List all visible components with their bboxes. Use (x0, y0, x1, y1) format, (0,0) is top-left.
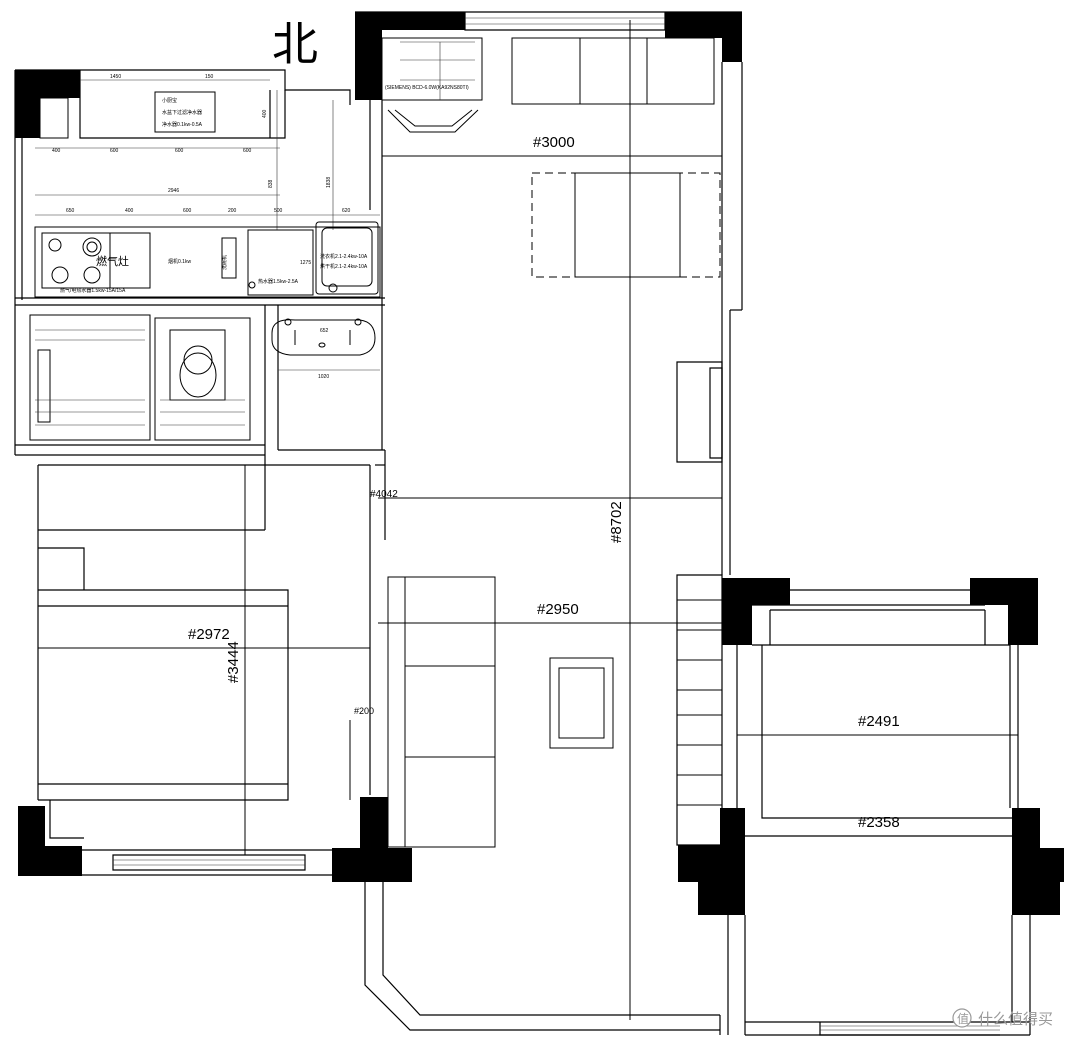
kitchen-note-3: 净水器0.1kw-0.5A (162, 121, 203, 128)
dim-1838: 1838 (326, 177, 332, 188)
dimension-lines (38, 465, 1018, 855)
kitchen-note-1: 小厨宝 (162, 97, 177, 104)
misc-note: 热水器1.5kw-2.5A (258, 278, 299, 285)
dim-bed1-width: #2972 (188, 626, 230, 643)
svg-text:值: 值 (957, 1011, 969, 1026)
fridge-label: (SIEMENS) BCD-6.0W(KA92NS80TI) (385, 85, 469, 91)
kitchen-note-2: 水盆下过滤净水器 (162, 109, 202, 116)
counter-note: 燃气/电热水器1.5kw-15A/15A (60, 287, 126, 294)
dim-bed2-width: #2491 (858, 713, 900, 730)
structural-columns (15, 12, 1064, 915)
dim-row1-1: 600 (110, 148, 119, 154)
walls (14, 11, 1031, 1036)
dim-150: 150 (205, 74, 214, 80)
dim-row1-3: 600 (243, 148, 252, 154)
dim-838: 838 (268, 179, 274, 188)
dim-row2-2: 600 (183, 208, 192, 214)
dim-living-width: #3000 (533, 134, 575, 151)
water-note-1: 洗衣机2.1-2.4kw-10A (320, 253, 368, 260)
dim-2946: 2946 (168, 188, 179, 194)
watermark-text: 什么值得买 (978, 1010, 1053, 1028)
dimension-labels: #3000 #4042 #2972 #3444 #200 #2950 #8702… (188, 134, 900, 831)
kitchen-area: 小厨宝 水盆下过滤净水器 净水器0.1kw-0.5A 1450 150 400 … (34, 74, 381, 298)
dim-total-length: #8702 (608, 501, 625, 543)
dim-400-v: 400 (262, 109, 268, 118)
dim-bed2-width-2: #2358 (858, 814, 900, 831)
dim-row2-3: 200 (228, 208, 237, 214)
dim-row2-0: 650 (66, 208, 75, 214)
watermark: 值 什么值得买 (952, 1008, 1053, 1028)
dim-row2-5: 620 (342, 208, 351, 214)
dim-1275: 1275 (300, 260, 311, 266)
dim-row1-0: 400 (52, 148, 61, 154)
dim-living-mid: #2950 (537, 601, 579, 618)
dim-row2-4: 500 (274, 208, 283, 214)
vent-label: 烟机0.1kw (168, 258, 191, 265)
water-note-2: 烘干机2.1-2.4kw-10A (320, 263, 368, 270)
dim-gap-200: #200 (354, 706, 374, 716)
dim-bed1-depth: #3444 (225, 641, 242, 683)
living-area: (SIEMENS) BCD-6.0W(KA92NS80TI) (378, 20, 722, 1020)
dishwasher-label: 洗碗机 (221, 255, 228, 270)
dim-row2-1: 400 (125, 208, 134, 214)
north-label: 北 (272, 17, 318, 71)
bathroom-area: 652 1020 (29, 314, 380, 441)
dim-row1-2: 600 (175, 148, 184, 154)
stove-label: 燃气灶 (96, 254, 129, 268)
dim-652: 652 (320, 328, 329, 334)
dim-1020: 1020 (318, 374, 329, 380)
dim-1450: 1450 (110, 74, 121, 80)
dim-hall-width: #4042 (370, 489, 398, 500)
